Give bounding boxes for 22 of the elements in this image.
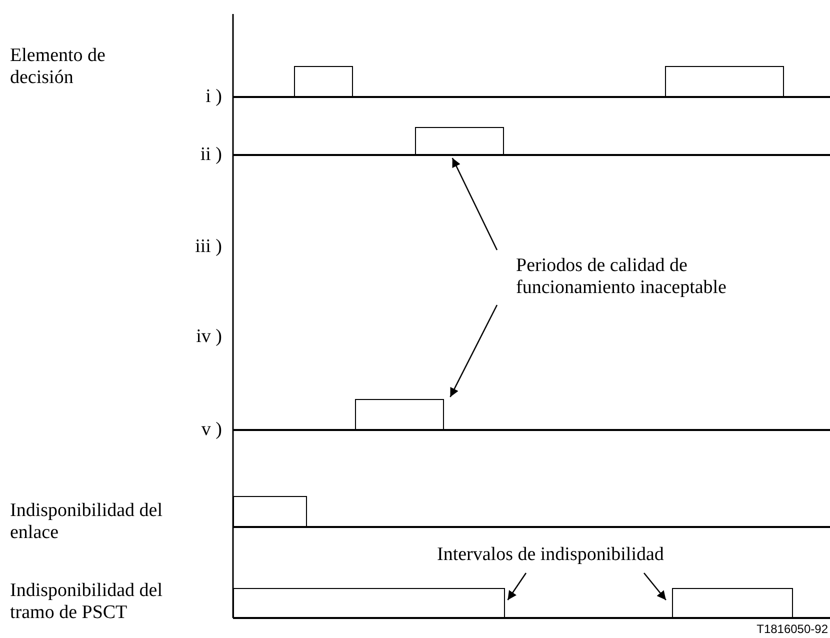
pulse <box>233 588 505 618</box>
row-label: iv ) <box>196 326 222 348</box>
callout-text: Periodos de calidad de funcionamiento inaceptable <box>516 255 766 299</box>
row-label: Indisponibilidad del enlace <box>10 500 164 544</box>
pulse <box>233 496 307 527</box>
row-label: i ) <box>206 86 222 108</box>
callout-text: Intervalos de indisponibilidad <box>437 544 737 566</box>
row-label: Indisponibilidad del tramo de PSCT <box>10 580 164 624</box>
leader-arrow <box>507 572 527 600</box>
row-label: Elemento de decisión <box>10 45 106 89</box>
row-label: v ) <box>201 419 222 441</box>
leader-arrow <box>644 572 666 600</box>
pulse <box>672 588 793 618</box>
row-label: ii ) <box>200 144 222 166</box>
leader-arrow <box>452 158 498 250</box>
figure-code: T1816050-92 <box>756 622 828 636</box>
leader-arrow <box>450 304 498 398</box>
pulse <box>355 399 444 430</box>
pulse <box>665 66 784 97</box>
pulse <box>294 66 353 97</box>
row-label: iii ) <box>195 236 222 258</box>
pulse <box>415 127 504 155</box>
